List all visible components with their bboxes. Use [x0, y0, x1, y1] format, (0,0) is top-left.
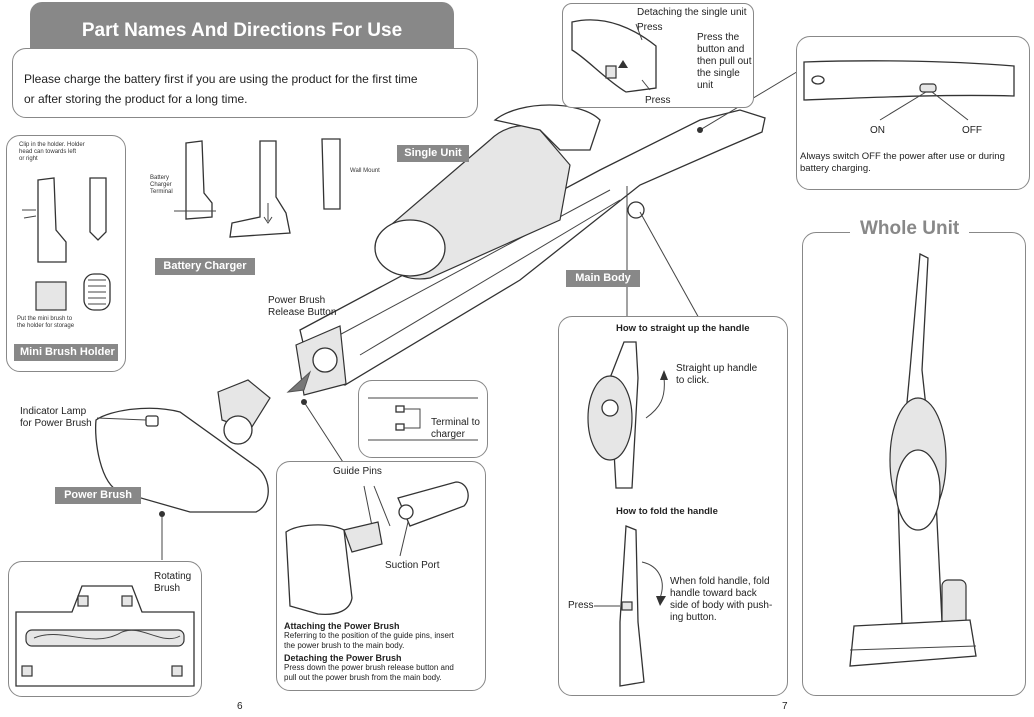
intro-box: [12, 48, 478, 118]
attach-drawing: [285, 481, 469, 616]
release-button-label: Power Brush Release Button: [268, 295, 337, 318]
switch-on-label: ON: [870, 125, 885, 136]
detach-unit-title: Detaching the single unit: [637, 7, 747, 18]
attach-title: Attaching the Power Brush: [284, 621, 400, 631]
fold-handle-text: When fold handle, fold handle toward bac…: [670, 576, 773, 623]
battery-charger-tag: Battery Charger: [155, 258, 255, 275]
battery-charger-drawing: [174, 138, 341, 238]
page-number-right: 7: [782, 701, 788, 712]
fold-press-label: Press: [568, 600, 594, 611]
charger-terminal-label: Battery Charger Terminal: [150, 175, 173, 195]
detach-unit-drawing: [571, 19, 657, 93]
intro-line-2: or after storing the product for a long …: [24, 92, 248, 106]
rotating-brush-drawing: [15, 585, 195, 687]
wall-mount-label: Wall Mount: [350, 168, 380, 174]
switch-drawing: [803, 60, 1015, 121]
intro-line-1: Please charge the battery first if you a…: [24, 72, 418, 86]
handle-box: [558, 316, 788, 696]
terminal-box: [358, 380, 488, 458]
fold-handle-title: How to fold the handle: [616, 506, 718, 517]
detach-press-1: Press: [637, 22, 663, 33]
switch-note: Always switch OFF the power after use or…: [800, 151, 1005, 174]
attach-text: Referring to the position of the guide p…: [284, 631, 454, 650]
power-brush-tag: Power Brush: [55, 487, 141, 504]
straight-handle-text: Straight up handle to click.: [676, 363, 758, 386]
terminal-drawing: [368, 397, 478, 441]
single-unit-tag: Single Unit: [397, 145, 469, 162]
mini-brush-holder-tag: Mini Brush Holder: [14, 344, 118, 361]
page-number-left: 6: [237, 701, 243, 712]
detach-unit-instruction: Press the button and then pull out the s…: [697, 32, 752, 91]
switch-off-label: OFF: [962, 125, 982, 136]
whole-unit-title: Whole Unit: [850, 218, 970, 240]
rotating-brush-label: Rotating Brush: [154, 571, 192, 594]
main-body-tag: Main Body: [566, 270, 640, 287]
guide-pins-label: Guide Pins: [333, 466, 382, 477]
page-title: Part Names And Directions For Use: [81, 20, 403, 41]
detach-press-2: Press: [645, 95, 671, 106]
mini-brush-holder-drawing: [22, 177, 111, 311]
terminal-label: Terminal to charger: [431, 417, 480, 440]
detach-brush-title: Detaching the Power Brush: [284, 653, 402, 663]
suction-port-label: Suction Port: [385, 560, 440, 571]
whole-unit-drawing: [849, 252, 977, 667]
detach-brush-text: Press down the power brush release butto…: [284, 663, 454, 682]
straight-handle-title: How to straight up the handle: [616, 323, 750, 334]
straight-handle-drawing: [587, 341, 668, 489]
fold-handle-drawing: [594, 525, 666, 687]
indicator-lamp-label: Indicator Lamp for Power Brush: [20, 406, 92, 429]
mini-brush-note-bottom: Put the mini brush to the holder for sto…: [17, 316, 75, 329]
mini-brush-note-top: Clip in the holder. Holder head can towa…: [19, 142, 85, 162]
